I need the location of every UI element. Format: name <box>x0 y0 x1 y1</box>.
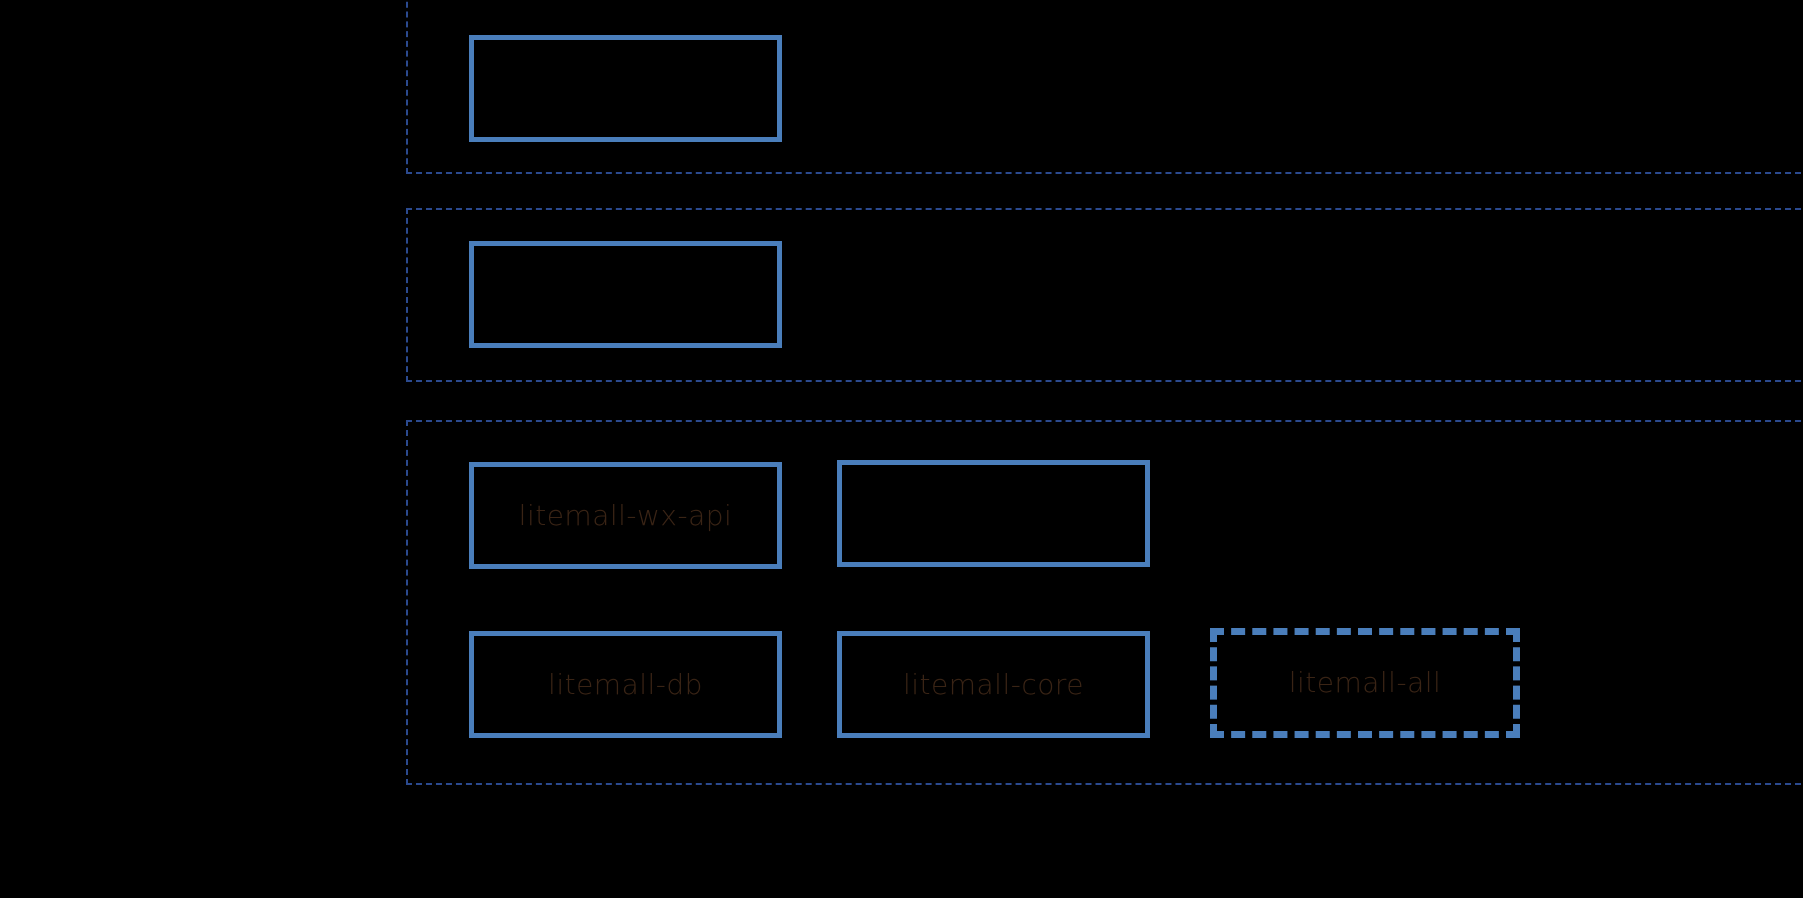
module-bottom-row1-2[interactable] <box>837 460 1150 567</box>
layer-top <box>406 0 1803 174</box>
module-label: litemall-wx-api <box>518 498 733 532</box>
module-label: litemall-db <box>548 667 703 701</box>
module-middle-1[interactable] <box>469 241 782 348</box>
module-litemall-core[interactable]: litemall-core <box>837 631 1150 738</box>
module-litemall-wx-api[interactable]: litemall-wx-api <box>469 462 782 569</box>
module-litemall-db[interactable]: litemall-db <box>469 631 782 738</box>
module-label: litemall-core <box>902 667 1084 701</box>
module-label: litemall-all <box>1288 666 1442 699</box>
layer-middle <box>406 208 1803 382</box>
module-litemall-all[interactable]: litemall-all <box>1210 628 1520 738</box>
module-top-1[interactable] <box>469 35 782 142</box>
layer-bottom: litemall-wx-api litemall-db litemall-core l… <box>406 420 1803 785</box>
